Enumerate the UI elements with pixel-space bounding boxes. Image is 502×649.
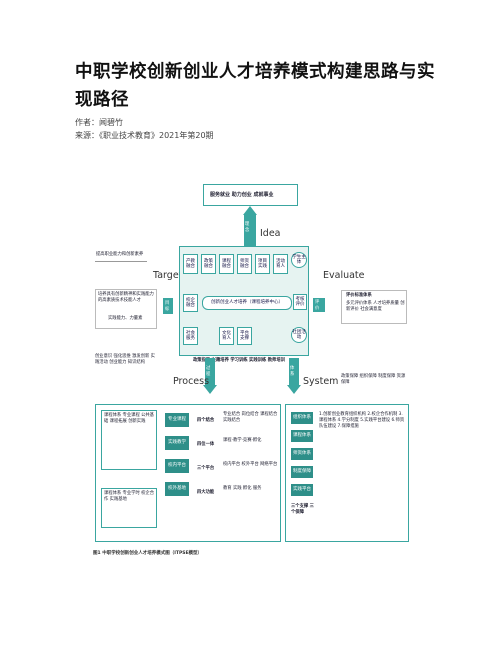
label-process: Process — [173, 376, 210, 387]
process-mid-1: 专业课程 — [165, 413, 189, 427]
system-arrow-head — [287, 385, 301, 394]
system-node-5: 实践平台 — [291, 484, 313, 496]
center-bottom-3: 社团活动 — [291, 327, 307, 343]
label-target: Target — [153, 270, 183, 281]
center-footer: 政策指导 兴趣培养 学习训练 实践训练 教师培训 — [193, 358, 285, 363]
process-right-4: 四大功能 — [197, 490, 215, 495]
process-mid-2: 实践教学 — [165, 436, 189, 450]
label-evaluate: Evaluate — [323, 270, 365, 281]
center-node-2: 政策融合 — [201, 254, 216, 274]
evaluate-tag: 评价 — [313, 298, 325, 312]
target-tag: 目标 — [163, 298, 173, 314]
system-node-1: 组织体系 — [291, 412, 313, 424]
goal-box: 服务就业 助力创业 成就事业 — [203, 184, 298, 206]
figure-caption: 图1 中职学校创新创业人才培养模式图（ITPSE模型） — [93, 551, 203, 556]
source-line: 来源：《职业技术教育》2021年第20期 — [75, 131, 214, 140]
idea-arrow-shaft — [244, 214, 256, 246]
label-idea: Idea — [260, 228, 281, 239]
center-bottom-2: 平台支撑 — [237, 327, 252, 345]
process-arrow-shaft — [205, 358, 215, 386]
system-node-4: 制度保障 — [291, 466, 313, 478]
center-node-4: 师资融合 — [237, 254, 252, 274]
center-mid: 创新创业人才培养（课程培养中心） — [202, 296, 292, 310]
process-left-2: 课程体系 专业学时 校企合作 实践基地 — [101, 488, 157, 528]
system-side-text: 政策保障 组织保障 制度保障 资源保障 — [341, 374, 406, 385]
center-node-6: 活动育人 — [273, 254, 288, 274]
center-left-1: 校企融合 — [183, 294, 198, 312]
process-right-1: 四个结合 — [197, 418, 215, 423]
system-node-2: 课程体系 — [291, 430, 313, 442]
itpse-model-figure: 服务就业 助力创业 成就事业 理念 Idea 提高职业能力和创新素养 Targe… — [93, 178, 411, 578]
goal-text: 服务就业 助力创业 成就事业 — [210, 192, 274, 198]
evaluate-box: 评价标准体系 多元评价体系 人才培养质量 创新评价 社会满意度 — [341, 290, 407, 324]
process-arrow-head — [203, 385, 217, 394]
system-text: 1.创新创业教育组织机构 2.校企合作机制 3.课程体系 4.学分制度 5.实践… — [319, 412, 405, 429]
process-right-3: 三个平台 — [197, 466, 215, 471]
process-tag: 过程 — [206, 366, 211, 377]
process-box — [95, 404, 281, 542]
target-box-1: 提高职业能力和创新素养 — [95, 250, 147, 262]
system-node-3: 师资体系 — [291, 448, 313, 460]
system-tag: 体系 — [290, 366, 295, 377]
center-node-right-1: 学生主体 — [291, 252, 307, 268]
process-right-2: 四位一体 — [197, 442, 215, 447]
center-left-2: 社会服务 — [183, 327, 198, 345]
center-right-2: 考核评价 — [293, 294, 307, 310]
article-title: 中职学校创新创业人才培养模式构建思路与实现路径 — [75, 62, 435, 110]
center-node-5: 项目实践 — [255, 254, 270, 274]
system-arrow-shaft — [289, 358, 299, 386]
target-bottom: 创业意识 强化思维 激发创新 实践活动 创业能力 知识结构 — [95, 354, 155, 365]
idea-tag: 理念 — [245, 222, 250, 233]
center-node-1: 产教融合 — [183, 254, 198, 274]
process-mid-3: 校内平台 — [165, 459, 189, 473]
process-mid-4: 校外基地 — [165, 482, 189, 496]
author-line: 作者：闻碧竹 — [75, 118, 123, 127]
center-bottom-1: 文化育人 — [219, 327, 234, 345]
center-node-3: 课程融合 — [219, 254, 234, 274]
label-system: System — [303, 376, 339, 387]
process-left-1: 课程体系 专业课程 公共基础 课程拓展 创新实践 — [101, 410, 157, 470]
system-node-6: 三个支撑 三个保障 — [291, 504, 314, 515]
system-box — [285, 404, 409, 542]
target-box-2: 培养具有创新精神和实践能力的高素质技术技能人才 实践能力、力量素 — [95, 289, 157, 329]
idea-arrow-head — [243, 206, 257, 215]
